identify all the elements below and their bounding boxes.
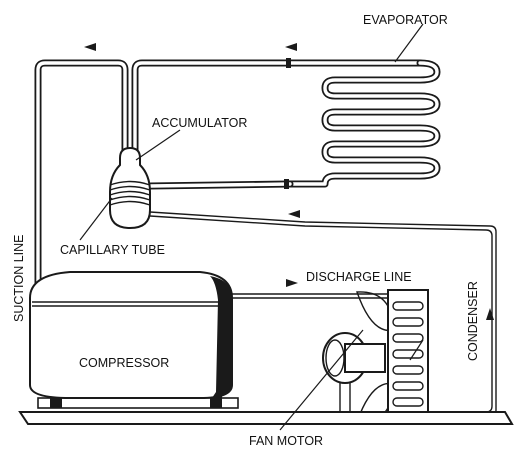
compressor-label: COMPRESSOR bbox=[79, 356, 169, 370]
discharge-line-label: DISCHARGE LINE bbox=[306, 270, 412, 284]
condenser-label: CONDENSER bbox=[466, 281, 480, 361]
compressor bbox=[30, 272, 238, 408]
accumulator-label: ACCUMULATOR bbox=[152, 116, 247, 130]
arrow-right-icon bbox=[286, 279, 298, 287]
base-plate bbox=[20, 412, 512, 424]
arrow-left-icon bbox=[288, 210, 300, 218]
evaporator-label: EVAPORATOR bbox=[363, 13, 448, 27]
condenser bbox=[388, 290, 428, 420]
fan-motor-label: FAN MOTOR bbox=[249, 434, 323, 448]
arrow-up-icon bbox=[486, 308, 494, 320]
accumulator bbox=[110, 148, 150, 228]
arrow-left-icon bbox=[285, 43, 297, 51]
suction-line-label: SUCTION LINE bbox=[12, 234, 26, 322]
capillary-tube-label: CAPILLARY TUBE bbox=[60, 243, 165, 257]
fan-motor bbox=[323, 292, 394, 425]
arrow-left-icon bbox=[84, 43, 96, 51]
discharge-line-pipe bbox=[230, 294, 398, 298]
